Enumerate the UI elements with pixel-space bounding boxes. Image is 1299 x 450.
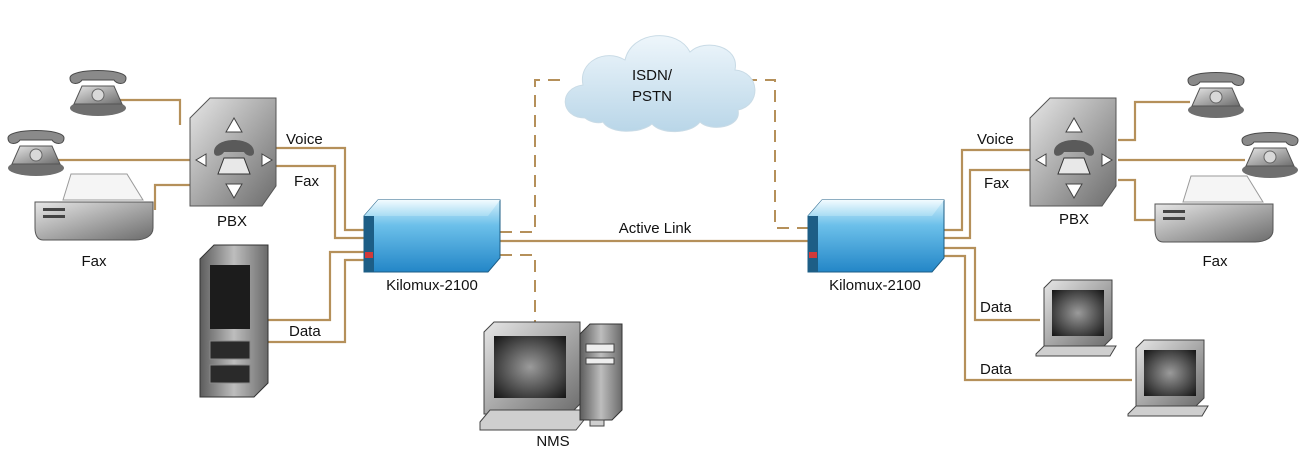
label-left-data: Data <box>289 323 321 340</box>
phone-icon <box>1241 132 1299 178</box>
line-pbx-voice <box>275 146 368 232</box>
fax-machine-icon <box>34 173 154 241</box>
line-right-voice <box>942 148 1030 232</box>
pc-monitor-icon <box>1127 339 1209 417</box>
label-right-fax-line: Fax <box>984 175 1010 192</box>
phone-icon <box>7 130 65 176</box>
label-right-kilomux: Kilomux-2100 <box>829 277 921 294</box>
label-left-pbx: PBX <box>217 213 247 230</box>
nms-workstation-icon <box>479 321 623 431</box>
label-right-pbx: PBX <box>1059 211 1089 228</box>
phone-icon <box>1187 72 1245 118</box>
label-active-link: Active Link <box>619 220 692 237</box>
line-phone1-pbx <box>112 98 182 125</box>
cloud-label-line1: ISDN/ <box>632 67 673 84</box>
kilomux-device-left <box>363 199 501 273</box>
label-right-fax: Fax <box>1202 253 1228 270</box>
line-rpbx-fax <box>1118 178 1160 222</box>
isdn-cloud: ISDN/ PSTN <box>564 35 756 133</box>
link-lines <box>58 98 1245 382</box>
line-rpbx-phone1 <box>1118 100 1190 142</box>
label-nms: NMS <box>536 433 569 450</box>
pbx-icon <box>1029 97 1117 207</box>
label-left-kilomux: Kilomux-2100 <box>386 277 478 294</box>
isdn-dashed-lines <box>500 79 812 325</box>
kilomux-device-right <box>807 199 945 273</box>
label-right-voice: Voice <box>977 131 1014 148</box>
line-right-fax <box>942 168 1030 240</box>
cloud-label-line2: PSTN <box>632 88 672 105</box>
dashed-right-top <box>745 79 812 229</box>
line-fax-pbx <box>153 183 190 210</box>
line-right-data-2 <box>942 254 1132 382</box>
server-tower-icon <box>199 244 269 398</box>
dashed-left-top <box>500 79 565 233</box>
line-server-data-2 <box>268 258 368 344</box>
pc-monitor-icon <box>1035 279 1117 357</box>
diagram-labels: Active Link PBX PBX Fax Fax Voice Fax Da… <box>81 131 1228 450</box>
dashed-left-nms <box>500 254 536 325</box>
phone-icon <box>69 70 127 116</box>
label-left-voice: Voice <box>286 131 323 148</box>
line-server-data-1 <box>268 250 368 322</box>
line-pbx-fax <box>275 164 368 240</box>
label-right-data-1: Data <box>980 299 1012 316</box>
pbx-icon <box>189 97 277 207</box>
label-left-fax-line: Fax <box>294 173 320 190</box>
label-right-data-2: Data <box>980 361 1012 378</box>
fax-machine-icon <box>1154 175 1274 243</box>
line-right-data-1 <box>942 246 1040 322</box>
label-left-fax: Fax <box>81 253 107 270</box>
